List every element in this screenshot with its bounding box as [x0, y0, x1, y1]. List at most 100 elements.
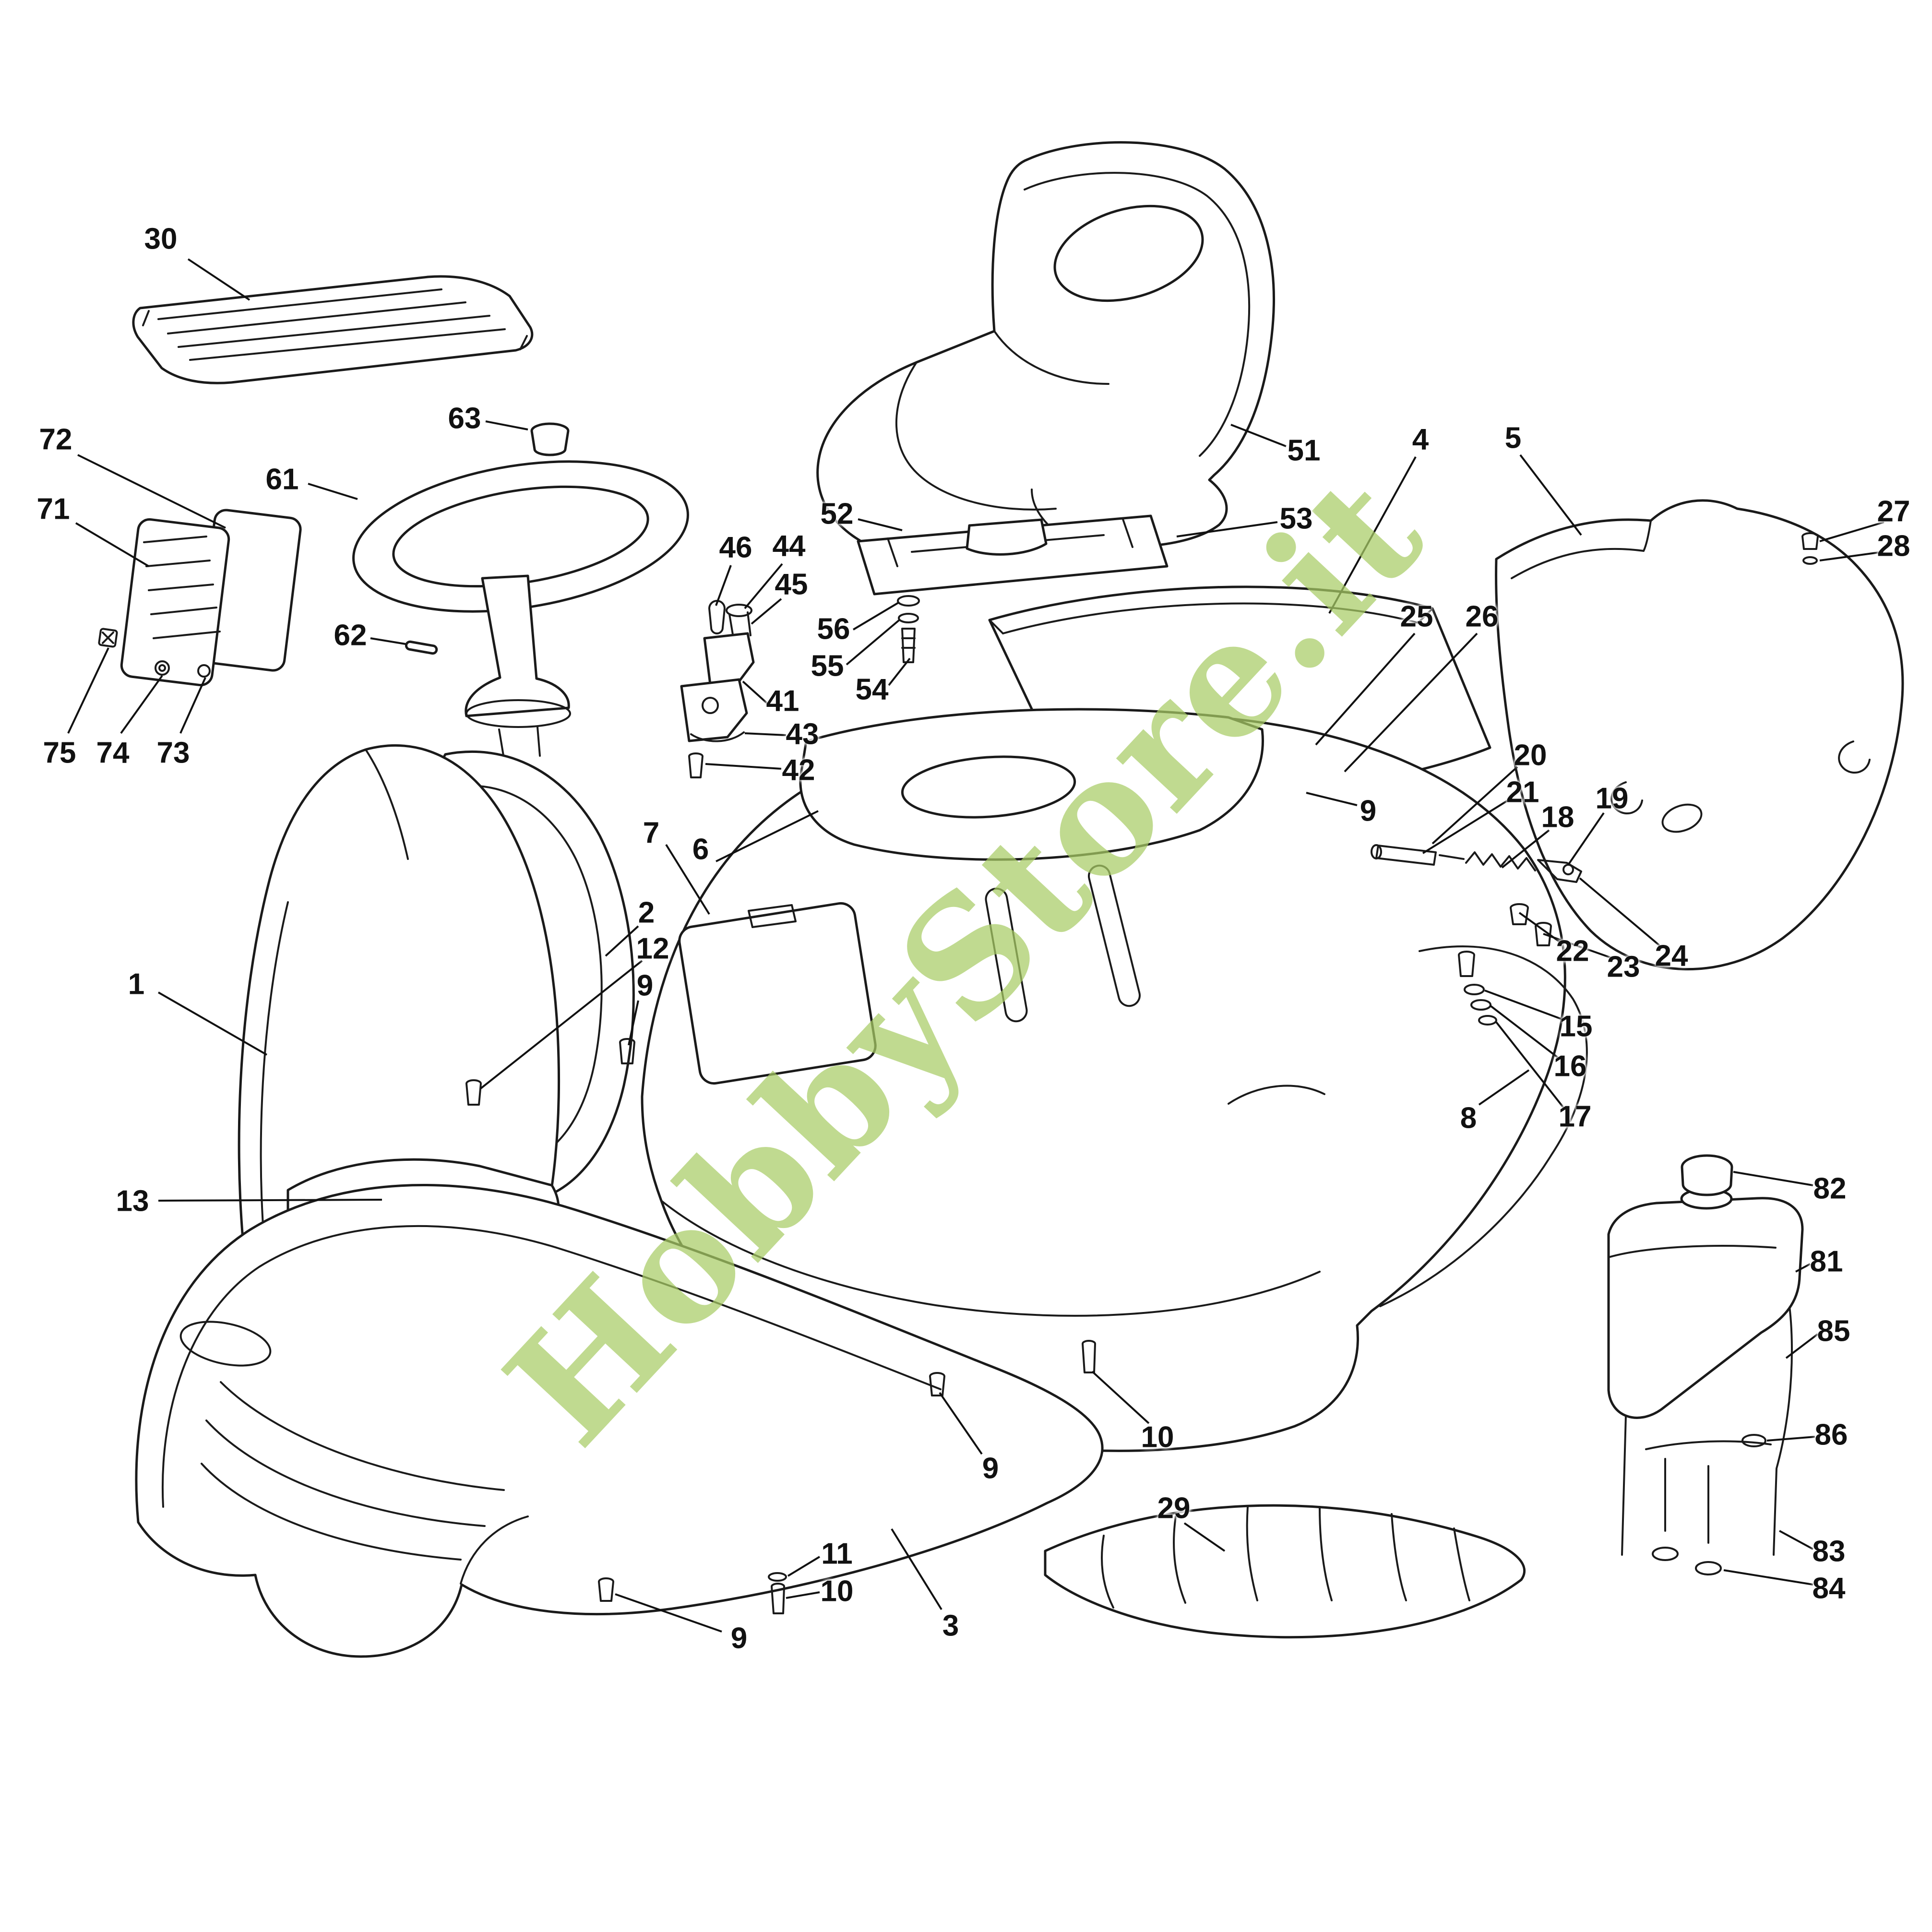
part-label-28-24: 28	[1877, 529, 1910, 563]
screw-12-part	[465, 1079, 482, 1106]
part-label-9-39: 9	[636, 969, 654, 1002]
pin-62-part	[405, 640, 438, 655]
leader-line-7-35	[665, 844, 710, 915]
leader-line-41-15	[742, 680, 768, 704]
leader-line-30-0	[187, 258, 250, 301]
leader-line-29-52	[1183, 1522, 1226, 1552]
part-label-20-28: 20	[1514, 739, 1547, 772]
part-label-5-22: 5	[1504, 421, 1522, 455]
leader-line-86-49	[1766, 1436, 1815, 1442]
part-label-18-30: 18	[1541, 800, 1574, 834]
part-label-27-23: 27	[1877, 495, 1910, 528]
leader-line-25-25	[1315, 632, 1416, 746]
leader-line-12-38	[480, 960, 643, 1089]
leader-line-56-12	[852, 602, 899, 631]
leader-line-4-21	[1328, 456, 1417, 614]
part-label-46-9: 46	[719, 531, 752, 564]
leader-line-46-9	[715, 565, 732, 606]
washer-11-part	[768, 1572, 787, 1582]
part-label-11-53: 11	[821, 1537, 853, 1571]
part-label-29-52: 29	[1157, 1491, 1191, 1525]
screw-9-bottom-mid	[929, 1372, 945, 1396]
part-label-13-45: 13	[116, 1184, 149, 1218]
leader-line-17-43	[1495, 1021, 1564, 1109]
leader-lines-layer	[67, 258, 1884, 1633]
leader-line-75-6	[67, 647, 109, 734]
leader-line-15-41	[1484, 990, 1564, 1021]
leader-line-20-28	[1431, 766, 1518, 845]
pedal-parts	[98, 509, 302, 687]
leader-line-43-16	[744, 732, 787, 736]
leader-line-85-48	[1785, 1333, 1819, 1359]
part-label-83-57: 83	[1812, 1535, 1846, 1568]
part-label-7-35: 7	[643, 816, 660, 850]
part-label-61-2: 61	[265, 463, 299, 496]
leader-line-3-56	[891, 1528, 942, 1610]
part-label-72-3: 72	[39, 423, 72, 456]
part-label-73-8: 73	[156, 736, 190, 770]
part-label-53-20: 53	[1279, 502, 1313, 536]
part-label-4-21: 4	[1412, 423, 1429, 456]
fuel-tank-parts	[1607, 1154, 1804, 1575]
part-label-81-47: 81	[1810, 1245, 1843, 1278]
part-label-41-15: 41	[766, 684, 799, 718]
leader-line-83-57	[1779, 1530, 1813, 1550]
part-label-56-12: 56	[817, 612, 850, 646]
leader-line-53-20	[1176, 521, 1278, 537]
leader-line-11-53	[787, 1556, 821, 1577]
part-label-30-0: 30	[144, 222, 178, 256]
leader-line-9-50	[939, 1392, 983, 1455]
leader-line-23-33	[1543, 933, 1612, 959]
leader-line-1-40	[158, 991, 267, 1056]
leader-line-8-44	[1478, 1069, 1530, 1106]
seat-plate-part	[857, 514, 1169, 596]
leader-line-81-47	[1795, 1263, 1811, 1273]
part-label-42-17: 42	[782, 753, 815, 787]
leader-line-10-51	[1091, 1371, 1150, 1424]
washer-stack-parts	[1458, 951, 1497, 1026]
lower-body-part	[135, 1184, 1104, 1658]
part-label-3-56: 3	[942, 1609, 959, 1643]
leader-line-21-29	[1422, 799, 1509, 854]
leader-line-9-39	[628, 1000, 639, 1046]
part-label-23-33: 23	[1607, 950, 1640, 984]
leader-line-16-42	[1490, 1005, 1560, 1059]
part-label-10-54: 10	[820, 1574, 854, 1608]
part-label-21-29: 21	[1506, 775, 1539, 809]
part-label-9-27: 9	[1360, 794, 1377, 828]
leader-line-42-17	[705, 763, 782, 770]
leader-line-74-7	[120, 675, 163, 734]
part-label-17-43: 17	[1558, 1100, 1592, 1133]
leader-line-51-19	[1230, 424, 1287, 447]
leader-line-45-11	[751, 598, 782, 625]
floor-mat-part	[1044, 1504, 1526, 1639]
leader-line-6-36	[716, 810, 819, 862]
leader-line-24-34	[1579, 877, 1660, 946]
part-label-82-46: 82	[1813, 1172, 1847, 1205]
leader-line-5-22	[1519, 454, 1582, 536]
leader-line-55-13	[846, 619, 900, 666]
leader-line-52-18	[858, 518, 903, 531]
part-label-45-11: 45	[775, 568, 808, 601]
leader-line-9-55	[615, 1593, 722, 1633]
cap-63-part	[530, 422, 570, 456]
leader-line-18-30	[1501, 829, 1550, 869]
leader-line-44-10	[744, 563, 783, 609]
leader-line-26-26	[1344, 632, 1478, 773]
leader-line-73-8	[179, 677, 206, 734]
bolt-washers-54-56	[897, 595, 920, 663]
part-label-19-31: 19	[1595, 782, 1629, 815]
steering-wheel-part	[352, 460, 689, 759]
part-label-74-7: 74	[96, 736, 130, 770]
leader-line-27-23	[1819, 521, 1884, 542]
part-label-15-41: 15	[1559, 1010, 1593, 1043]
part-label-6-36: 6	[692, 833, 709, 866]
leader-line-9-27	[1306, 792, 1358, 806]
part-label-63-1: 63	[448, 402, 481, 435]
screw-9-bottom-left	[598, 1577, 614, 1602]
part-label-1-40: 1	[128, 967, 145, 1001]
part-label-52-18: 52	[820, 497, 854, 531]
screw-27-28-parts	[1801, 532, 1819, 565]
